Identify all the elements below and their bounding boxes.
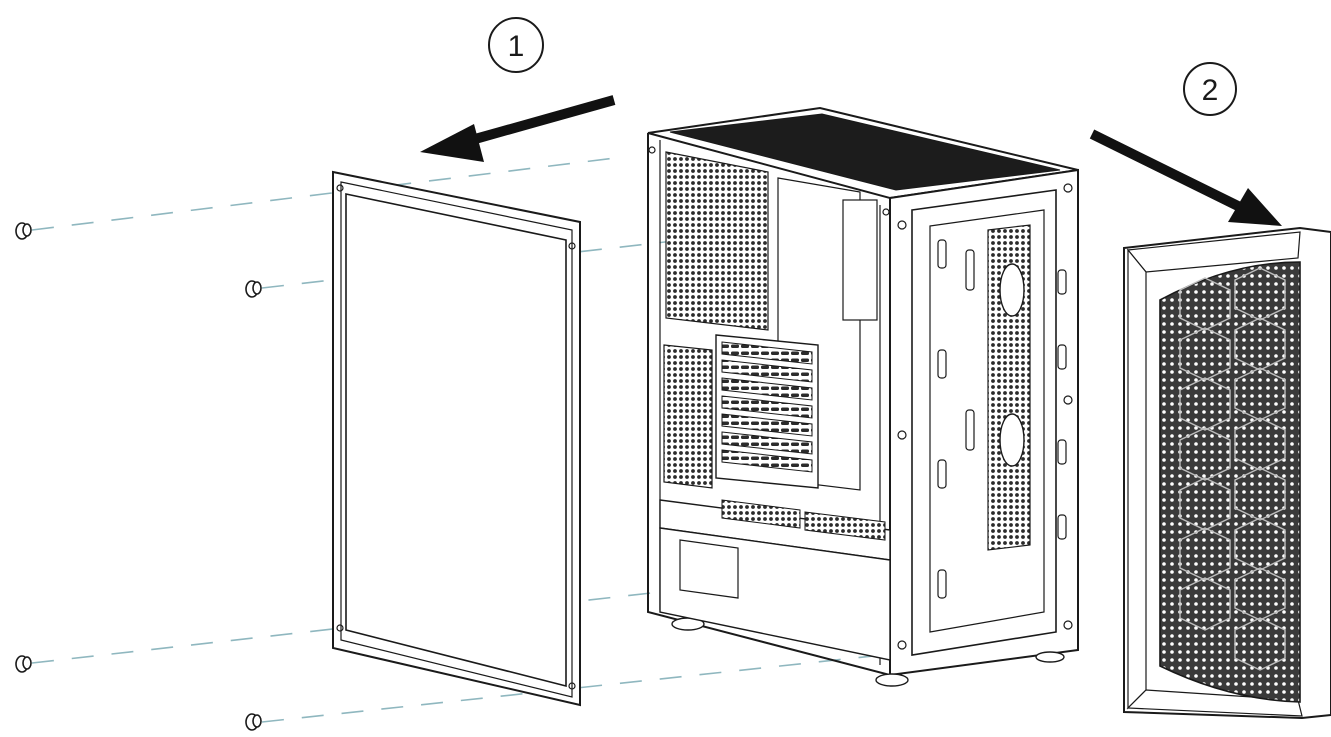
step-2-number: 2 bbox=[1202, 74, 1219, 107]
step-2-removal-arrow-icon bbox=[1089, 129, 1282, 226]
step-1-removal-arrow-icon bbox=[420, 95, 616, 162]
pc-case-chassis bbox=[647, 106, 1079, 687]
step-1-marker: 1 bbox=[488, 17, 544, 73]
thumb-screw-icon bbox=[15, 222, 32, 240]
rear-vent-mesh bbox=[665, 151, 769, 331]
thumb-screw-icon bbox=[15, 655, 32, 673]
top-dust-filter bbox=[669, 113, 1061, 191]
psu-shroud bbox=[659, 527, 891, 661]
thumb-screw-icon bbox=[245, 280, 262, 298]
front-mesh-panel bbox=[1123, 226, 1331, 720]
hexagonal-mesh-filter bbox=[1159, 261, 1301, 703]
thumb-screw-icon bbox=[245, 713, 262, 731]
step-2-marker: 2 bbox=[1183, 62, 1237, 116]
side-glass-panel bbox=[332, 170, 581, 707]
step-1-number: 1 bbox=[508, 30, 525, 63]
